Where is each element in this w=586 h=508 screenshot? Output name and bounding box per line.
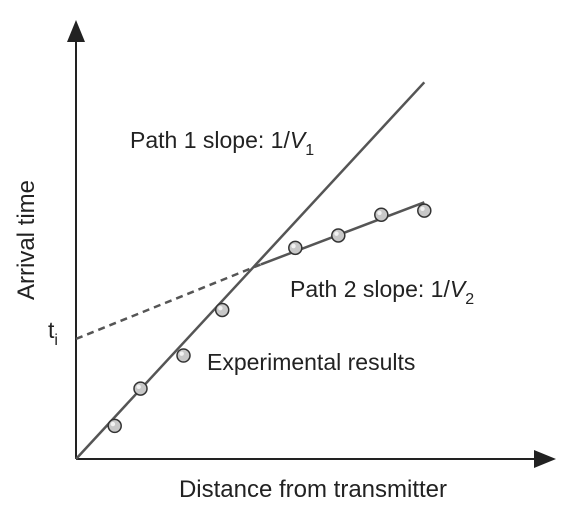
data-point-highlight xyxy=(218,305,223,311)
series-line-0 xyxy=(75,81,426,460)
axes xyxy=(67,20,556,468)
data-point-1 xyxy=(133,381,148,396)
y-axis-arrow xyxy=(67,20,85,42)
data-point-highlight xyxy=(179,351,184,356)
data-point-marker xyxy=(133,381,148,396)
data-point-highlight xyxy=(334,231,339,236)
data-point-4 xyxy=(288,240,303,256)
markers-layer xyxy=(107,203,432,434)
data-point-marker xyxy=(176,348,191,363)
data-point-highlight xyxy=(420,206,425,211)
data-point-highlight xyxy=(110,421,116,427)
data-point-3 xyxy=(214,302,230,318)
path-2-annotation: Path 2 slope: 1/V2 xyxy=(290,276,474,308)
x-axis-arrow xyxy=(534,450,556,468)
data-point-marker xyxy=(331,228,346,243)
experimental-results-annotation: Experimental results xyxy=(207,349,415,375)
data-point-highlight xyxy=(136,384,141,390)
data-point-marker xyxy=(417,203,432,218)
path-1-annotation: Path 1 slope: 1/V1 xyxy=(130,127,314,159)
data-point-6 xyxy=(374,207,389,222)
data-point-7 xyxy=(417,203,432,218)
y-tick-label-ti: ti xyxy=(48,317,58,349)
data-point-marker xyxy=(288,240,303,256)
data-point-marker xyxy=(107,418,122,434)
data-point-marker xyxy=(374,207,389,222)
y-axis-label: Arrival time xyxy=(13,180,40,300)
data-point-highlight xyxy=(377,210,382,216)
data-point-5 xyxy=(331,228,346,243)
data-point-2 xyxy=(176,348,191,363)
x-axis-label: Distance from transmitter xyxy=(179,476,447,503)
data-point-marker xyxy=(214,302,230,318)
data-point-0 xyxy=(107,418,122,434)
data-point-highlight xyxy=(291,243,296,249)
series-line-1 xyxy=(75,263,262,341)
